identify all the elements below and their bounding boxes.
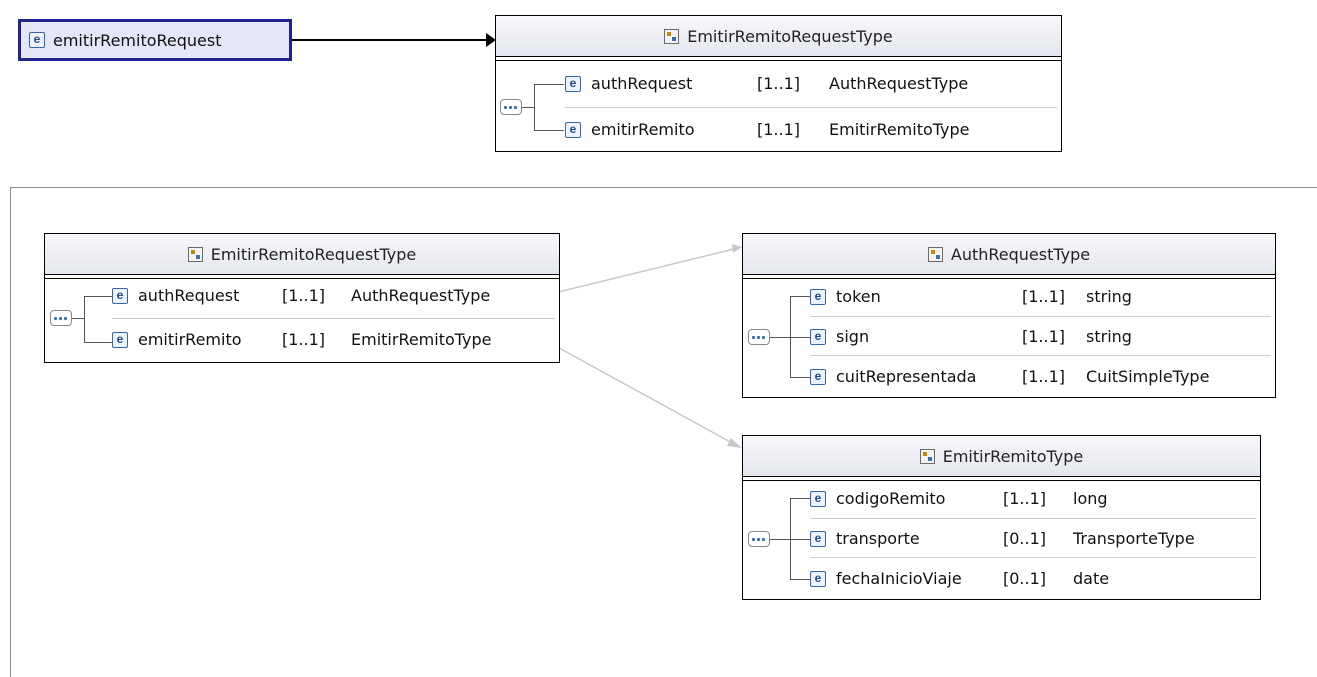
detail-root-row-1-type[interactable]: AuthRequestType	[351, 286, 491, 305]
element-icon: e	[565, 122, 581, 138]
remito-row-2-mult: [0..1]	[1003, 529, 1047, 548]
detail-frame	[10, 187, 1317, 677]
element-icon: e	[29, 32, 45, 48]
auth-row-3-name[interactable]: cuitRepresentada	[836, 367, 977, 386]
auth-row-3-type[interactable]: CuitSimpleType	[1086, 367, 1210, 386]
element-icon: e	[810, 491, 826, 507]
detail-root-row-2-type[interactable]: EmitirRemitoType	[351, 330, 492, 349]
complex-type-icon	[927, 246, 943, 262]
top-row-2-type[interactable]: EmitirRemitoType	[829, 120, 970, 139]
sequence-icon	[50, 310, 72, 326]
top-type-box[interactable]: EmitirRemitoRequestType e authRequest [1…	[495, 15, 1062, 152]
element-icon: e	[810, 329, 826, 345]
detail-root-title: EmitirRemitoRequestType	[210, 244, 417, 264]
auth-header: AuthRequestType	[743, 234, 1275, 279]
auth-row-2-type[interactable]: string	[1086, 327, 1132, 346]
auth-connector-arrowhead	[732, 244, 742, 253]
detail-root-header: EmitirRemitoRequestType	[45, 234, 559, 279]
auth-row-2-name[interactable]: sign	[836, 327, 870, 346]
element-icon: e	[565, 76, 581, 92]
detail-root-row-2-name[interactable]: emitirRemito	[138, 330, 242, 349]
auth-row-1-name[interactable]: token	[836, 287, 881, 306]
element-icon: e	[112, 288, 128, 304]
remito-row-3-mult: [0..1]	[1003, 569, 1047, 588]
remito-row-2-type[interactable]: TransporteType	[1073, 529, 1195, 548]
remito-header: EmitirRemitoType	[743, 436, 1260, 481]
top-row-1-type[interactable]: AuthRequestType	[829, 74, 969, 93]
remito-row-1-mult: [1..1]	[1003, 489, 1047, 508]
remito-connector-line	[549, 342, 735, 445]
top-row-2-mult: [1..1]	[757, 120, 801, 139]
sequence-icon	[748, 329, 770, 345]
top-row-2-name[interactable]: emitirRemito	[591, 120, 695, 139]
complex-type-icon	[187, 246, 203, 262]
element-to-type-arrowhead	[486, 33, 496, 47]
complex-type-icon	[664, 28, 680, 44]
remito-row-1-name[interactable]: codigoRemito	[836, 489, 946, 508]
remito-row-3-type[interactable]: date	[1073, 569, 1110, 588]
detail-root-row-1-name[interactable]: authRequest	[138, 286, 240, 305]
auth-request-type-box[interactable]: AuthRequestType e token [1..1] string e …	[742, 233, 1276, 398]
root-element-emitirRemitoRequest[interactable]: e emitirRemitoRequest	[18, 19, 292, 61]
auth-row-1-mult: [1..1]	[1022, 287, 1066, 306]
top-type-header: EmitirRemitoRequestType	[496, 16, 1061, 61]
top-row-1-name[interactable]: authRequest	[591, 74, 693, 93]
sequence-icon	[748, 531, 770, 547]
remito-row-3-name[interactable]: fechaInicioViaje	[836, 569, 962, 588]
auth-connector-line	[549, 248, 735, 295]
auth-row-3-mult: [1..1]	[1022, 367, 1066, 386]
top-row-1-mult: [1..1]	[757, 74, 801, 93]
detail-root-row-2-mult: [1..1]	[282, 330, 326, 349]
auth-row-1-type[interactable]: string	[1086, 287, 1132, 306]
auth-title: AuthRequestType	[950, 244, 1091, 264]
element-icon: e	[112, 332, 128, 348]
detail-root-type-box[interactable]: EmitirRemitoRequestType e authRequest [1…	[44, 233, 560, 363]
element-icon: e	[810, 571, 826, 587]
element-icon: e	[810, 531, 826, 547]
emitir-remito-type-box[interactable]: EmitirRemitoType e codigoRemito [1..1] l…	[742, 435, 1261, 600]
remito-title: EmitirRemitoType	[942, 446, 1084, 466]
auth-row-2-mult: [1..1]	[1022, 327, 1066, 346]
element-icon: e	[810, 369, 826, 385]
remito-row-1-type[interactable]: long	[1073, 489, 1108, 508]
complex-type-icon	[919, 448, 935, 464]
remito-row-2-name[interactable]: transporte	[836, 529, 920, 548]
remito-connector-arrowhead	[727, 438, 742, 448]
element-icon: e	[810, 289, 826, 305]
sequence-icon	[500, 99, 522, 115]
top-type-title: EmitirRemitoRequestType	[687, 26, 893, 46]
root-element-label: emitirRemitoRequest	[53, 30, 222, 50]
detail-root-row-1-mult: [1..1]	[282, 286, 326, 305]
